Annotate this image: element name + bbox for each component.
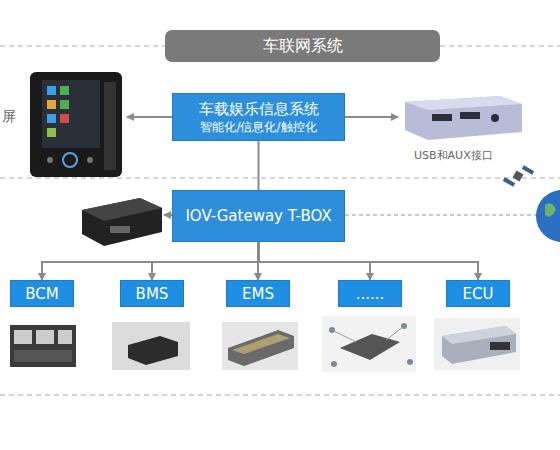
ecu-box: BCM [10,280,74,307]
earth-icon [545,203,556,216]
ecu-box: EMS [226,280,290,307]
system-box: 车载娱乐信息系统智能化/信息化/触控化 [172,93,345,141]
ecu-box: ...... [338,280,402,307]
usb-aux-image [405,96,522,140]
node-subtitle: 智能化/信息化/触控化 [200,119,316,135]
bms-image [112,322,190,370]
ecu-box: ECU [446,280,510,307]
ecu-network-image [322,316,416,372]
node-title: BCM [25,285,58,303]
ems-image [222,322,298,370]
ecu-box: BMS [120,280,184,307]
arrow [164,214,172,216]
ecu-image [434,318,520,370]
screen-label: 屏 [2,108,16,126]
port-label: USB和AUX接口 [414,148,493,163]
node-title: EMS [242,285,274,303]
head-unit-image [30,72,122,177]
earth-icon [536,190,560,242]
title-box: 车联网系统 [165,30,440,62]
wireless-link [345,215,537,216]
node-title: ...... [356,285,385,303]
node-title: BMS [136,285,169,303]
band-line [0,395,560,396]
arrow [345,116,398,118]
connector [42,242,259,280]
arrow [127,116,172,118]
node-title: 车载娱乐信息系统 [199,100,319,119]
satellite-icon [503,165,534,186]
gateway-box: IOV-Gateway T-BOX [172,190,345,242]
band-line [0,46,165,47]
tbox-image [82,198,162,246]
band-line [440,46,560,47]
node-title: IOV-Gateway T-BOX [185,207,331,226]
bcm-image [10,325,76,367]
connector [152,242,259,280]
node-title: ECU [463,285,494,303]
connector [259,242,479,280]
band-line [0,178,560,179]
